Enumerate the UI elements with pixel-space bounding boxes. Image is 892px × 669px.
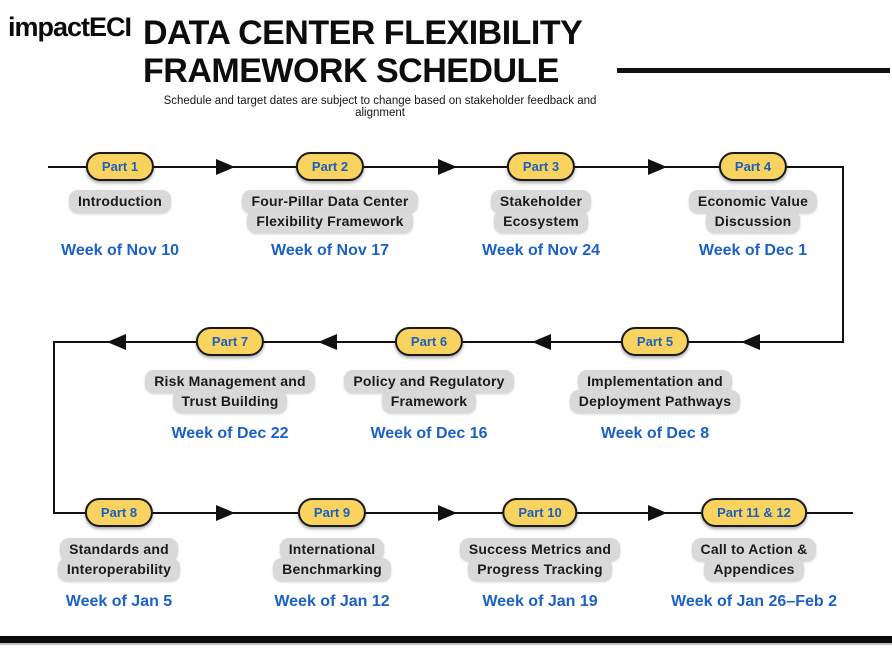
topic-label-line: Appendices (704, 558, 804, 581)
page-title-line2: FRAMEWORK SCHEDULE (143, 52, 559, 90)
week-date: Week of Nov 10 (61, 242, 179, 259)
part-pill: Part 5 (620, 327, 690, 356)
topic-label: Standards and Interoperability (9, 538, 229, 581)
week-date: Week of Jan 19 (482, 593, 598, 610)
topic-label: Success Metrics and Progress Tracking (430, 538, 650, 581)
topic-label: Risk Management and Trust Building (120, 370, 340, 413)
arrow-right-icon (648, 159, 667, 175)
week-date: Week of Dec 16 (370, 425, 488, 442)
flow-line-right-corner (842, 166, 844, 343)
part-pill: Part 2 (295, 152, 365, 181)
topic-label: Economic Value Discussion (643, 190, 863, 233)
topic-label-line: Success Metrics and (459, 538, 621, 561)
part-pill: Part 8 (84, 498, 154, 527)
arrow-right-icon (216, 159, 235, 175)
part-pill: Part 11 & 12 (701, 498, 807, 527)
header-divider-line (617, 68, 890, 73)
topic-label-line: Standards and (60, 538, 178, 561)
week-date: Week of Jan 5 (65, 593, 173, 610)
topic-label-line: Four-Pillar Data Center (242, 190, 418, 213)
part-pill: Part 9 (297, 498, 367, 527)
topic-label: International Benchmarking (222, 538, 442, 581)
part-pill: Part 7 (195, 327, 265, 356)
week-date: Week of Nov 24 (482, 242, 600, 259)
topic-label-line: Interoperability (57, 558, 181, 581)
part-pill: Part 1 (85, 152, 155, 181)
part-pill: Part 4 (718, 152, 788, 181)
topic-label: Four-Pillar Data Center Flexibility Fram… (220, 190, 440, 233)
arrow-left-icon (107, 334, 126, 350)
topic-label: Implementation and Deployment Pathways (545, 370, 765, 413)
part-pill: Part 3 (506, 152, 576, 181)
topic-label-line: International (279, 538, 385, 561)
arrow-right-icon (438, 159, 457, 175)
topic-label-line: Framework (381, 390, 477, 413)
topic-label-line: Deployment Pathways (569, 390, 741, 413)
topic-label-line: Ecosystem (494, 210, 588, 233)
flow-line-left-corner (53, 341, 55, 514)
arrow-right-icon (216, 505, 235, 521)
topic-label-line: Stakeholder (490, 190, 592, 213)
week-date: Week of Jan 12 (274, 593, 390, 610)
topic-label: Introduction (10, 190, 230, 213)
page-title: DATA CENTER FLEXIBILITY FRAMEWORK SCHEDU… (143, 14, 583, 90)
topic-label: Policy and Regulatory Framework (319, 370, 539, 413)
topic-label-line: Introduction (68, 190, 172, 213)
impacteci-logo: impactECI (8, 12, 132, 42)
arrow-left-icon (318, 334, 337, 350)
week-date: Week of Dec 1 (698, 242, 808, 259)
arrow-right-icon (438, 505, 457, 521)
week-date: Week of Dec 8 (600, 425, 710, 442)
topic-label: Call to Action & Appendices (644, 538, 864, 581)
page-subtitle: Schedule and target dates are subject to… (163, 95, 597, 119)
topic-label-line: Policy and Regulatory (344, 370, 514, 393)
week-date: Week of Jan 26–Feb 2 (671, 593, 837, 610)
topic-label-line: Discussion (705, 210, 801, 233)
week-date: Week of Nov 17 (271, 242, 389, 259)
topic-label-line: Economic Value (688, 190, 818, 213)
topic-label-line: Flexibility Framework (247, 210, 413, 233)
topic-label-line: Risk Management and (145, 370, 315, 393)
topic-label-line: Benchmarking (273, 558, 391, 581)
topic-label-line: Call to Action & (691, 538, 817, 561)
topic-label-line: Trust Building (172, 390, 288, 413)
topic-label-line: Progress Tracking (468, 558, 612, 581)
part-pill: Part 6 (394, 327, 464, 356)
topic-label-line: Implementation and (578, 370, 732, 393)
footer-divider-bar (0, 636, 892, 643)
part-pill: Part 10 (502, 498, 578, 527)
arrow-right-icon (648, 505, 667, 521)
arrow-left-icon (741, 334, 760, 350)
topic-label: Stakeholder Ecosystem (431, 190, 651, 233)
page-title-line1: DATA CENTER FLEXIBILITY (143, 14, 583, 52)
week-date: Week of Dec 22 (171, 425, 289, 442)
arrow-left-icon (532, 334, 551, 350)
